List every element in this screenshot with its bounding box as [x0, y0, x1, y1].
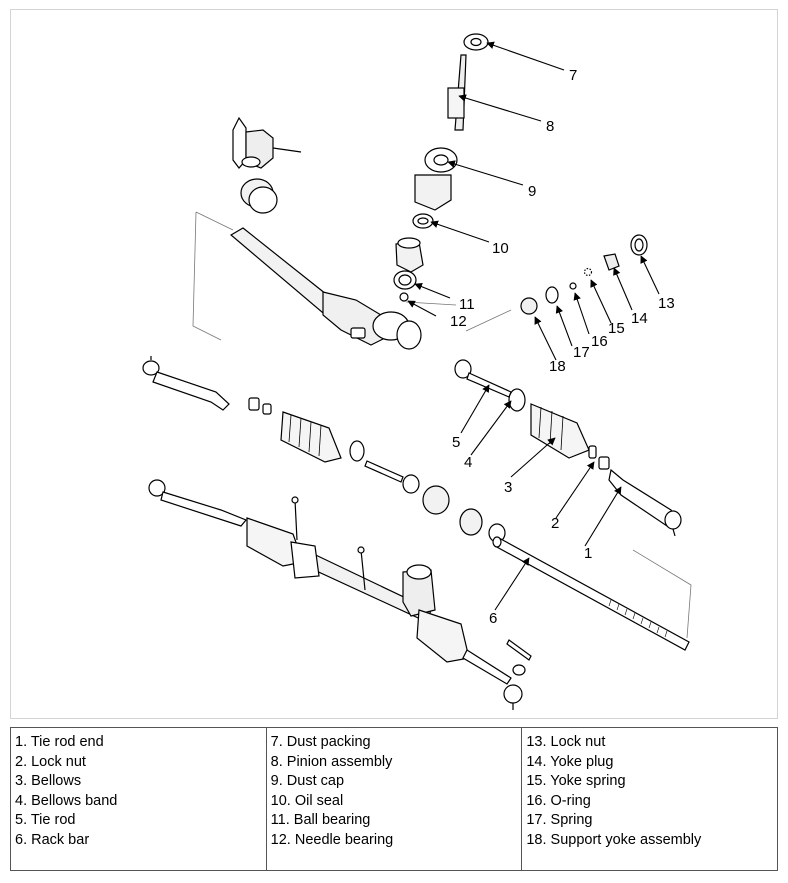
tie-rod-left [364, 460, 420, 494]
callout-4: 4 [464, 454, 472, 471]
legend-item: 9. Dust cap [270, 773, 345, 789]
callout-14: 14 [631, 310, 648, 327]
legend-item: 5. Tie rod [15, 812, 76, 828]
callout-11: 11 [459, 296, 475, 313]
legend-item: 16. O-ring [526, 792, 591, 809]
legend-item: 11. Ball bearing [270, 812, 371, 828]
mount-bushing-upper [240, 178, 278, 214]
legend-item: 10. Oil seal [270, 792, 344, 809]
assembled-gear [148, 479, 532, 710]
yoke-parts [520, 234, 648, 315]
lock-nut-left [248, 397, 272, 415]
legend-item: 4. Bellows band [15, 792, 118, 809]
callout-6: 6 [489, 610, 497, 627]
callout-3: 3 [504, 479, 512, 496]
callout-7: 7 [569, 67, 577, 84]
legend-item: 12. Needle bearing [270, 831, 394, 848]
legend-item: 6. Rack bar [15, 831, 90, 848]
parts-legend-table: 1. Tie rod end 2. Lock nut 3. Bellows 4.… [10, 727, 778, 871]
guide-lines [192, 211, 692, 639]
callout-5: 5 [452, 434, 460, 451]
callout-2: 2 [551, 515, 559, 532]
legend-item: 14. Yoke plug [526, 753, 614, 770]
legend-item: 7. Dust packing [270, 734, 371, 750]
callout-18: 18 [549, 358, 566, 375]
rack-housing [229, 227, 422, 350]
mount-bracket-upper [232, 116, 302, 169]
tie-rod-right [454, 359, 512, 398]
legend-item: 13. Lock nut [526, 734, 606, 750]
callout-17: 17 [573, 344, 590, 361]
legend-item: 2. Lock nut [15, 753, 86, 770]
tie-rod-end-left [142, 356, 230, 411]
callout-12: 12 [450, 313, 467, 330]
rack-bar [492, 536, 690, 651]
lock-nut-right [588, 445, 610, 470]
leader-lines [407, 41, 660, 611]
callout-15: 15 [608, 320, 625, 337]
tie-rod-end-right [608, 468, 682, 537]
legend-item: 15. Yoke spring [526, 773, 626, 789]
exploded-view-diagram: 1 2 3 4 5 6 7 8 9 10 11 12 13 14 15 16 1… [10, 9, 778, 719]
callout-13: 13 [658, 295, 675, 312]
callout-8: 8 [546, 118, 554, 135]
legend-item: 17. Spring [526, 812, 593, 828]
legend-column-2: 7. Dust packing 8. Pinion assembly 9. Du… [267, 728, 523, 870]
callout-1: 1 [584, 545, 592, 562]
callout-labels: 1 2 3 4 5 6 7 8 9 10 11 12 13 14 15 16 1… [450, 67, 675, 627]
bellows-left [280, 411, 365, 463]
legend-item: 3. Bellows [15, 773, 82, 789]
callout-16: 16 [591, 333, 608, 350]
bellows-band-right [508, 388, 526, 412]
legend-column-1: 1. Tie rod end 2. Lock nut 3. Bellows 4.… [11, 728, 267, 870]
callout-9: 9 [528, 183, 536, 200]
legend-item: 1. Tie rod end [15, 734, 104, 750]
rack-bushings [422, 485, 506, 543]
callout-10: 10 [492, 240, 509, 257]
pinion-parts [393, 33, 489, 302]
legend-item: 8. Pinion assembly [270, 753, 393, 770]
bellows-right [530, 403, 590, 459]
legend-column-3: 13. Lock nut 14. Yoke plug 15. Yoke spri… [522, 728, 777, 870]
legend-item: 18. Support yoke assembly [526, 831, 702, 848]
